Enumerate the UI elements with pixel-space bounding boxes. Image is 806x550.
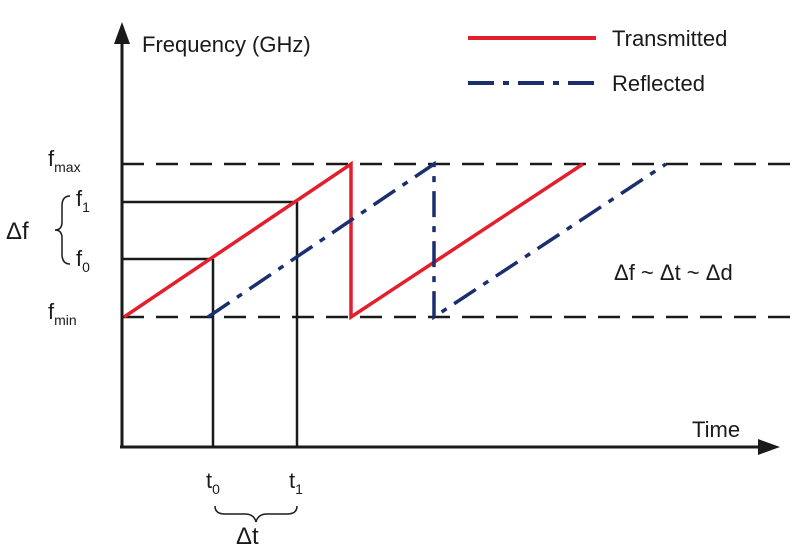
t0-label: t0 bbox=[206, 468, 220, 497]
delta-t-label: Δt bbox=[236, 523, 259, 550]
f1-label: f1 bbox=[76, 186, 90, 215]
transmitted-signal-line bbox=[123, 160, 584, 321]
legend-reflected-label: Reflected bbox=[612, 71, 705, 96]
reflected-signal-line bbox=[207, 160, 667, 321]
delta-f-label: Δf bbox=[6, 218, 29, 245]
delta-t-brace bbox=[214, 505, 298, 523]
relation-label: Δf ~ Δt ~ Δd bbox=[614, 260, 733, 285]
legend-transmitted-label: Transmitted bbox=[612, 26, 727, 51]
y-axis-label: Frequency (GHz) bbox=[142, 32, 311, 57]
y-axis-arrow-icon bbox=[114, 22, 130, 44]
t1-label: t1 bbox=[289, 468, 303, 497]
delta-f-brace bbox=[54, 195, 71, 265]
fmin-label: fmin bbox=[48, 299, 77, 328]
x-axis-label: Time bbox=[692, 417, 740, 442]
fmax-label: fmax bbox=[48, 146, 81, 175]
f0-label: f0 bbox=[76, 246, 90, 275]
x-axis-arrow-icon bbox=[758, 439, 780, 455]
legend: Transmitted Reflected bbox=[468, 26, 727, 96]
